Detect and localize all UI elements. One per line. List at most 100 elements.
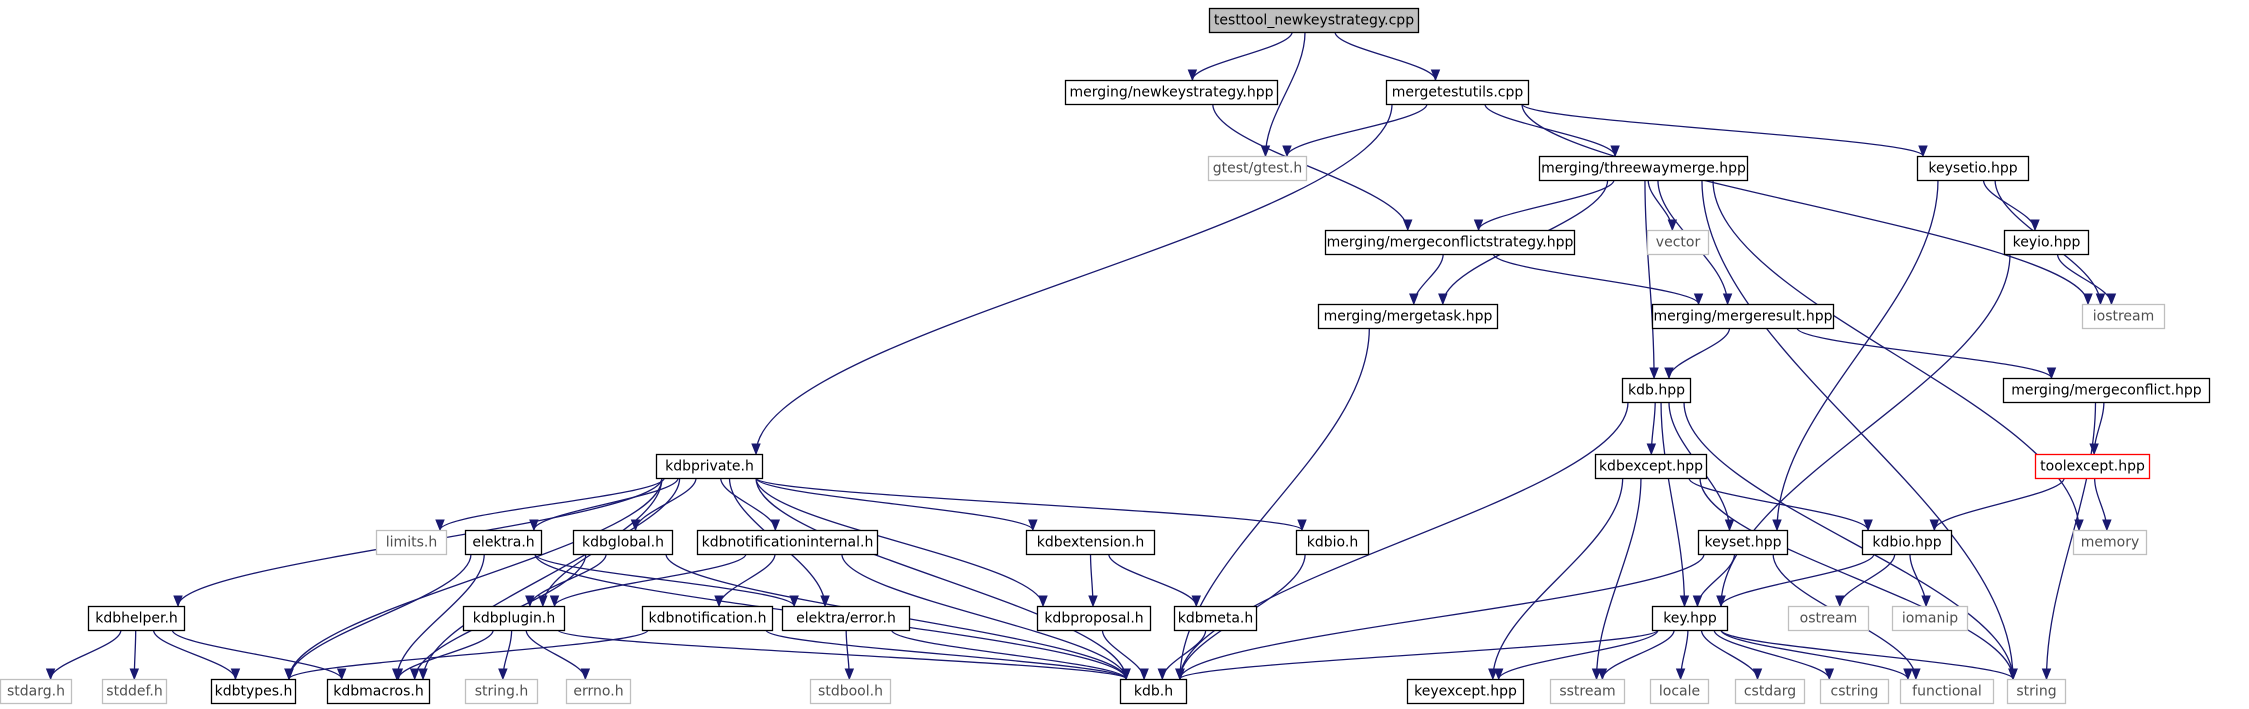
node-kdbhpp[interactable]: kdb.hpp <box>1621 377 1692 404</box>
edge-kdbexcept-to-sstream <box>1595 477 1642 680</box>
node-kdbprivate[interactable]: kdbprivate.h <box>655 453 764 480</box>
node-threewaymerge[interactable]: merging/threewaymerge.hpp <box>1538 155 1749 182</box>
node-gtest[interactable]: gtest/gtest.h <box>1207 155 1308 182</box>
edge-newkeystrategy-to-mergeconflictstrategy <box>1212 103 1409 231</box>
arrowhead-kdbexcept-to-sstream <box>1591 668 1602 681</box>
arrowhead-elektraerror-to-kdbh <box>1121 668 1131 681</box>
node-stringh[interactable]: string.h <box>464 678 539 705</box>
node-box-keyexcept <box>1406 678 1525 705</box>
arrowhead-mergeconflictstrategy-to-mergeresult <box>1693 293 1704 306</box>
node-elektraerror[interactable]: elektra/error.h <box>781 605 911 632</box>
node-elektra[interactable]: elektra.h <box>464 529 543 556</box>
node-functional[interactable]: functional <box>1899 678 1995 705</box>
node-keyexcept[interactable]: keyexcept.hpp <box>1406 678 1525 705</box>
node-kdbnotification[interactable]: kdbnotification.h <box>641 605 774 632</box>
node-stddef[interactable]: stddef.h <box>101 678 168 705</box>
node-label-iomanip: iomanip <box>1902 611 1958 627</box>
arrowhead-kdbextension-to-kdbproposal <box>1088 595 1098 608</box>
node-limits[interactable]: limits.h <box>375 529 448 556</box>
node-label-kdbproposal: kdbproposal.h <box>1044 611 1143 627</box>
arrowhead-kdbprivate-to-kdbproposal <box>1038 595 1048 608</box>
edge-kdbprivate-to-kdbnotificationinternal <box>720 477 776 531</box>
node-box-kdbhpp <box>1621 377 1692 404</box>
edge-kdbnotificationinternal-to-kdbnotification <box>718 553 776 607</box>
node-ostream[interactable]: ostream <box>1787 605 1870 632</box>
node-kdbioh[interactable]: kdbio.h <box>1295 529 1370 556</box>
node-kdbextension[interactable]: kdbextension.h <box>1025 529 1156 556</box>
node-vector[interactable]: vector <box>1646 229 1710 256</box>
arrowhead-mergetestutils-to-iostream <box>2083 293 2093 306</box>
edge-mergetestutils-to-iostream <box>1521 103 2089 305</box>
node-kdbproposal[interactable]: kdbproposal.h <box>1036 605 1152 632</box>
node-kdbexcept[interactable]: kdbexcept.hpp <box>1594 453 1708 480</box>
edge-kdbprivate-to-kdbmacros <box>422 477 663 680</box>
arrowhead-root-to-newkeystrategy <box>1187 69 1198 82</box>
node-kdbhelper[interactable]: kdbhelper.h <box>87 605 186 632</box>
node-kdbh[interactable]: kdb.h <box>1119 678 1188 705</box>
node-sstream[interactable]: sstream <box>1549 678 1626 705</box>
node-root[interactable]: testtool_newkeystrategy.cpp <box>1208 7 1420 34</box>
edge-keyio-to-keyhpp <box>1720 253 2011 607</box>
node-string[interactable]: string <box>2006 678 2067 705</box>
node-label-kdbnotification: kdbnotification.h <box>649 611 767 627</box>
node-label-kdbplugin: kdbplugin.h <box>473 611 556 627</box>
edge-mergeresult-to-kdbhpp <box>1668 327 1731 379</box>
node-kdbmeta[interactable]: kdbmeta.h <box>1173 605 1258 632</box>
edge-kdbiohpp-to-keyhpp <box>1720 553 1875 607</box>
node-label-threewaymerge: merging/threewaymerge.hpp <box>1541 161 1746 177</box>
node-label-locale: locale <box>1659 684 1700 700</box>
node-label-stddef: stddef.h <box>106 684 162 700</box>
node-stdarg[interactable]: stdarg.h <box>0 678 73 705</box>
node-cstring[interactable]: cstring <box>1819 678 1890 705</box>
node-iostream[interactable]: iostream <box>2081 303 2166 330</box>
node-kdbnotificationinternal[interactable]: kdbnotificationinternal.h <box>696 529 879 556</box>
node-mergetask[interactable]: merging/mergetask.hpp <box>1317 303 1499 330</box>
arrowhead-kdbhelper-to-kdbmacros <box>336 668 347 681</box>
node-mergeresult[interactable]: merging/mergeresult.hpp <box>1651 303 1835 330</box>
arrowhead-kdbexcept-to-kdbiohpp <box>1863 519 1873 532</box>
edge-kdbplugin-to-kdbh <box>557 629 1127 680</box>
node-box-kdbmacros <box>326 678 431 705</box>
node-keysetio[interactable]: keysetio.hpp <box>1916 155 2030 182</box>
node-mergetestutils[interactable]: mergetestutils.cpp <box>1385 79 1530 106</box>
node-kdbiohpp[interactable]: kdbio.hpp <box>1861 529 1953 556</box>
edge-mergetestutils-to-threewaymerge <box>1484 103 1616 157</box>
node-kdbmacros[interactable]: kdbmacros.h <box>326 678 431 705</box>
node-box-stringh <box>464 678 539 705</box>
arrowhead-kdbplugin-to-kdbmacros <box>393 668 404 681</box>
arrowhead-kdbhpp-to-keyset <box>1724 519 1735 532</box>
edge-layer <box>45 31 2117 681</box>
node-cstdarg[interactable]: cstdarg <box>1734 678 1806 705</box>
node-box-kdbmeta <box>1173 605 1258 632</box>
node-iomanip[interactable]: iomanip <box>1891 605 1969 632</box>
node-kdbplugin[interactable]: kdbplugin.h <box>462 605 566 632</box>
node-locale[interactable]: locale <box>1649 678 1710 705</box>
node-mergeconflictstrategy[interactable]: merging/mergeconflictstrategy.hpp <box>1324 229 1576 256</box>
node-memory[interactable]: memory <box>2072 529 2148 556</box>
arrowhead-kdbglobal-to-kdbmacros <box>409 668 420 681</box>
node-label-keyexcept: keyexcept.hpp <box>1414 684 1517 700</box>
node-stdbool[interactable]: stdbool.h <box>809 678 892 705</box>
node-kdbglobal[interactable]: kdbglobal.h <box>572 529 674 556</box>
edge-keyhpp-to-string <box>1720 629 2014 680</box>
node-label-string: string <box>2016 684 2056 700</box>
node-newkeystrategy[interactable]: merging/newkeystrategy.hpp <box>1064 79 1279 106</box>
node-mergeconflict[interactable]: merging/mergeconflict.hpp <box>2002 377 2211 404</box>
node-keyset[interactable]: keyset.hpp <box>1697 529 1789 556</box>
edge-mergetestutils-to-kdbprivate <box>755 103 1393 455</box>
arrowhead-kdbhelper-to-stdarg <box>45 668 56 681</box>
arrowhead-keyhpp-to-keyexcept <box>1493 668 1504 681</box>
node-label-kdbhpp: kdb.hpp <box>1628 383 1685 399</box>
arrowhead-threewaymerge-to-kdbhpp <box>1649 367 1659 380</box>
node-kdbtypes[interactable]: kdbtypes.h <box>210 678 297 705</box>
node-box-string <box>2006 678 2067 705</box>
node-toolexcept[interactable]: toolexcept.hpp <box>2034 453 2151 480</box>
arrowhead-kdbnotification-to-kdbtypes <box>284 668 294 681</box>
edge-keyhpp-to-cstring <box>1713 629 1830 680</box>
arrowhead-kdbnotificationinternal-to-kdbnotification <box>714 595 724 608</box>
node-errno[interactable]: errno.h <box>565 678 632 705</box>
node-keyhpp[interactable]: key.hpp <box>1651 605 1729 632</box>
node-box-kdbioh <box>1295 529 1370 556</box>
node-box-kdbnotificationinternal <box>696 529 879 556</box>
node-keyio[interactable]: keyio.hpp <box>2003 229 2090 256</box>
